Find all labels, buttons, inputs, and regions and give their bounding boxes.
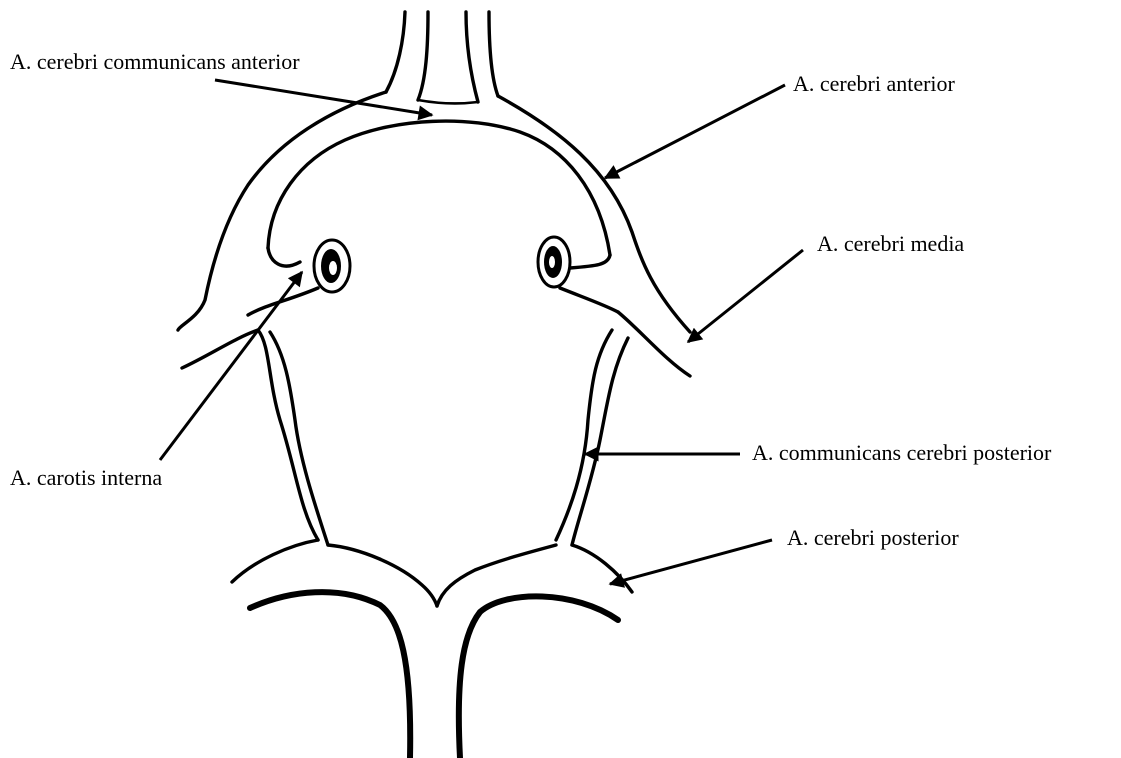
- arrow-cerebri-media: [688, 250, 803, 342]
- label-cerebri-media: A. cerebri media: [817, 232, 964, 256]
- anterior-cerebral-arch: [268, 121, 610, 255]
- posterior-cerebral-arteries: [232, 540, 632, 758]
- label-communicans-posterior: A. communicans cerebri posterior: [752, 441, 1051, 465]
- label-cerebri-posterior: A. cerebri posterior: [787, 526, 959, 550]
- label-arrows: [160, 80, 803, 584]
- arrow-cerebri-posterior: [610, 540, 772, 584]
- arrow-carotis-interna: [160, 272, 302, 460]
- anterior-stems: [386, 12, 498, 102]
- label-communicans-anterior: A. cerebri communicans anterior: [10, 50, 300, 74]
- posterior-communicating-right: [556, 330, 628, 545]
- anterior-communicating-artery: [178, 92, 690, 332]
- label-cerebri-anterior: A. cerebri anterior: [793, 72, 955, 96]
- posterior-communicating-left: [258, 330, 328, 545]
- arrow-cerebri-anterior: [605, 85, 785, 178]
- arrow-comm-anterior: [215, 80, 432, 115]
- label-carotis-interna: A. carotis interna: [10, 466, 162, 490]
